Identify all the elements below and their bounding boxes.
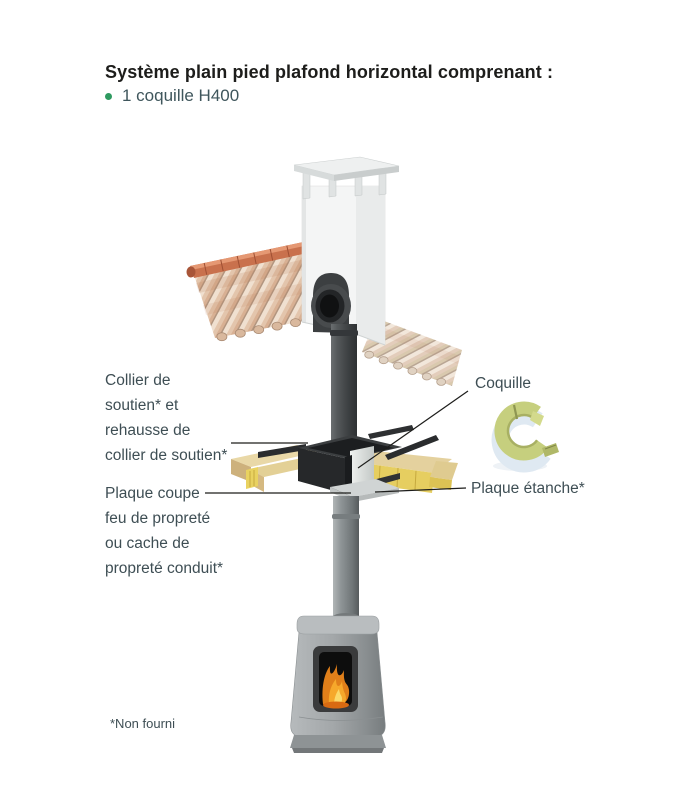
wood-stove: [290, 613, 386, 753]
roof-tiles-right: [362, 318, 462, 386]
chimney-cap: [293, 156, 400, 200]
label-collier-de-soutien: Collier de soutien* et rehausse de colli…: [105, 368, 255, 468]
label-line: feu de propreté: [105, 510, 211, 527]
page-title: Système plain pied plafond horizontal co…: [105, 62, 554, 83]
stove-flames: [322, 664, 350, 709]
footnote-non-fourni: *Non fourni: [110, 716, 176, 731]
flue-pipe-upper: [330, 324, 358, 450]
coquille-shell-image: [491, 401, 559, 473]
label-coquille: Coquille: [475, 375, 532, 392]
flue-pipe-lower: [332, 496, 360, 622]
label-line: collier de soutien*: [105, 447, 228, 464]
label-line: propreté conduit*: [105, 560, 224, 577]
label-line: Collier de: [105, 372, 171, 389]
label-line: rehausse de: [105, 422, 191, 439]
label-line: ou cache de: [105, 535, 190, 552]
roof-tiles-left: [186, 241, 330, 342]
label-line: soutien* et: [105, 397, 179, 414]
leader-line-plaque-etanche: [374, 487, 467, 493]
label-plaque-coupe-feu: Plaque coupe feu de propreté ou cache de…: [105, 481, 265, 581]
flue-elbow: [311, 273, 351, 333]
bullet-item-coquille-h400: 1 coquille H400: [105, 86, 239, 106]
leader-line-coquille: [357, 390, 469, 469]
bullet-item-label: 1 coquille H400: [122, 86, 240, 105]
green-dot-icon: [105, 92, 112, 100]
label-plaque-etanche: Plaque étanche*: [471, 480, 585, 497]
label-line: Plaque coupe: [105, 485, 200, 502]
